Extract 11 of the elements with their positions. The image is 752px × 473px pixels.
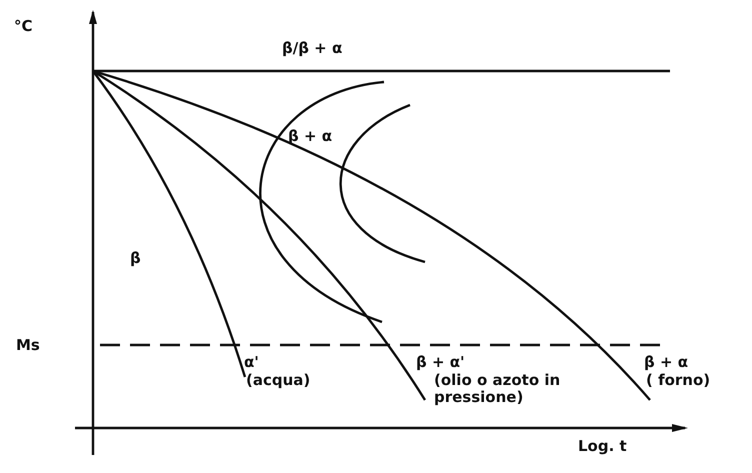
cooling-medium-label: (olio o azoto in pressione) — [434, 372, 562, 406]
region-label: β/β + α — [282, 40, 342, 58]
cooling-medium-label: (acqua) — [246, 372, 310, 390]
axis-label: Ms — [16, 337, 40, 354]
axis-label: Log. t — [578, 438, 627, 456]
cooling-medium-label: ( forno) — [646, 372, 710, 390]
phase-label: α' — [244, 354, 259, 372]
phase-label: β + α' — [416, 354, 465, 372]
phase-label: β + α — [644, 354, 688, 372]
region-label: β — [130, 250, 141, 268]
axis-label: °C — [14, 18, 33, 36]
